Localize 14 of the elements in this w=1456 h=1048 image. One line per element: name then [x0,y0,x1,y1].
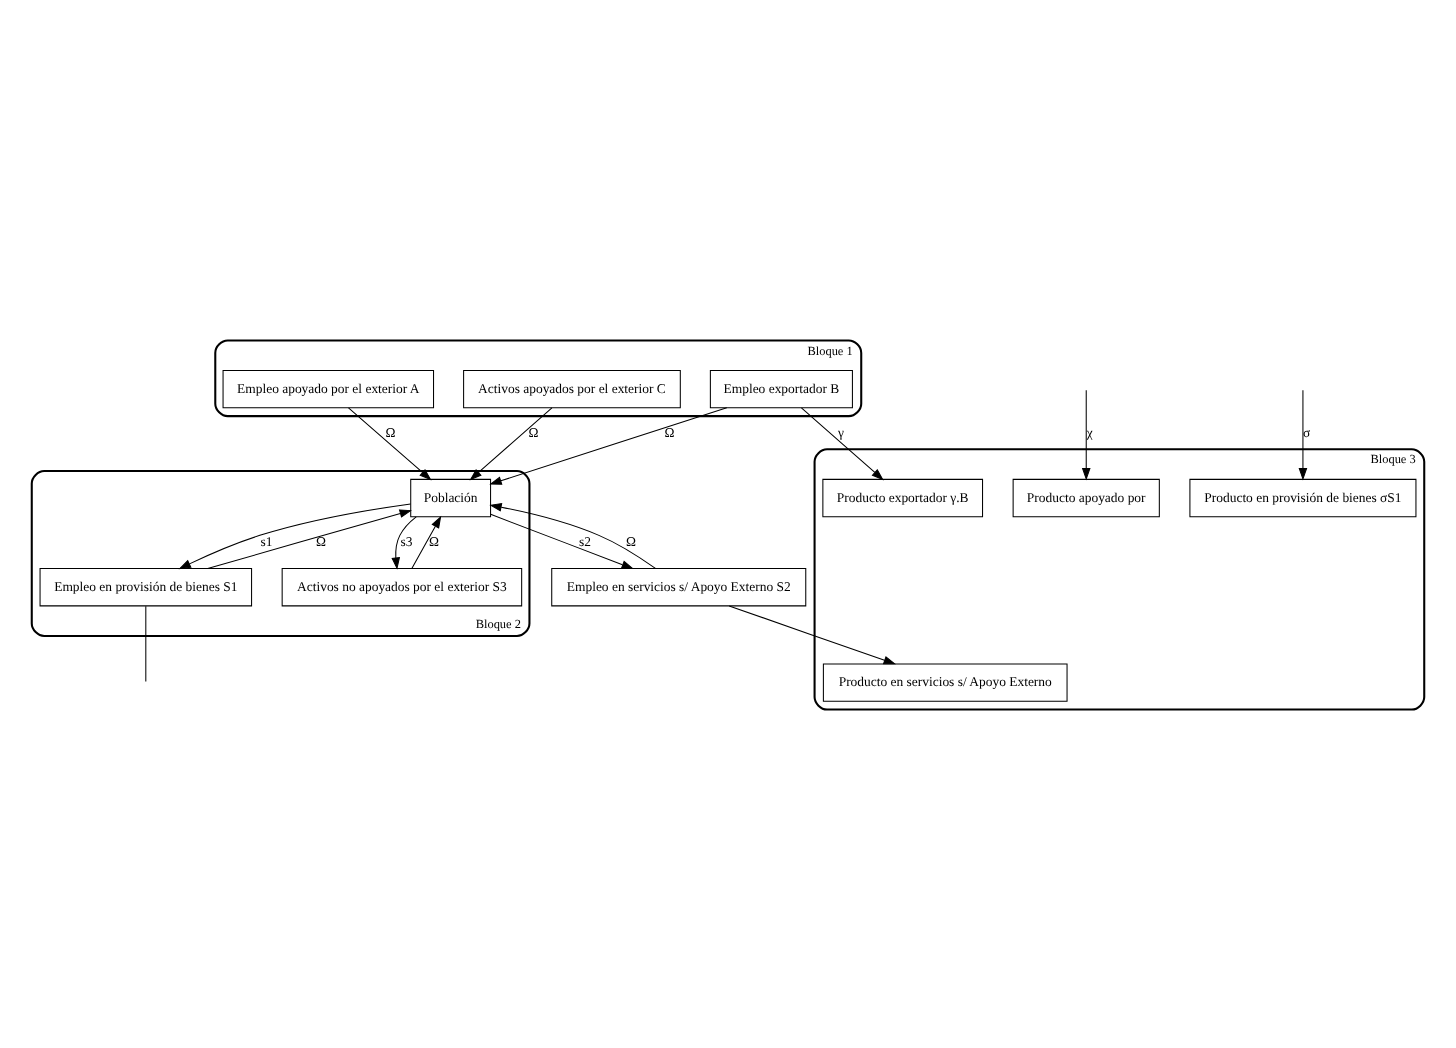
arrow [207,508,412,568]
arrow [489,501,656,568]
arrow [391,515,417,569]
arrow [1298,388,1308,480]
connector [145,604,147,681]
arrow [178,502,412,569]
arrow [1081,388,1091,480]
arrow [800,406,884,480]
arrow [728,604,897,664]
arrow [411,514,442,568]
arrow [348,406,432,480]
arrow [469,406,553,480]
arrow [489,406,728,484]
arrow [490,512,634,569]
